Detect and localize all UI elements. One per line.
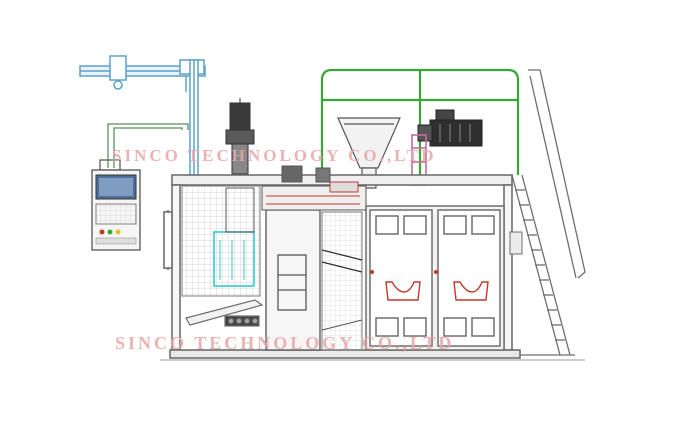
- lower-conveyor: [185, 299, 264, 327]
- mold-carriage: [261, 165, 367, 211]
- control-panel: [91, 169, 141, 251]
- safety-railing: [320, 68, 520, 175]
- left-mesh-guard: [181, 185, 261, 297]
- side-box: [509, 231, 523, 255]
- watermark-top: SINCO TECHNOLOGY CO.,LTD: [112, 146, 437, 165]
- center-mesh-guard: [321, 211, 363, 351]
- center-column: [265, 209, 321, 351]
- electrical-cabinet: [365, 205, 505, 351]
- access-ladder: [508, 69, 586, 356]
- drive-motor: [417, 109, 483, 147]
- cylinder-tower: [225, 98, 255, 175]
- hmi-arm: [99, 123, 189, 171]
- main-frame: [163, 174, 521, 359]
- watermark-bottom: SINCO TECHNOLOGY CO.,LTD: [115, 333, 455, 353]
